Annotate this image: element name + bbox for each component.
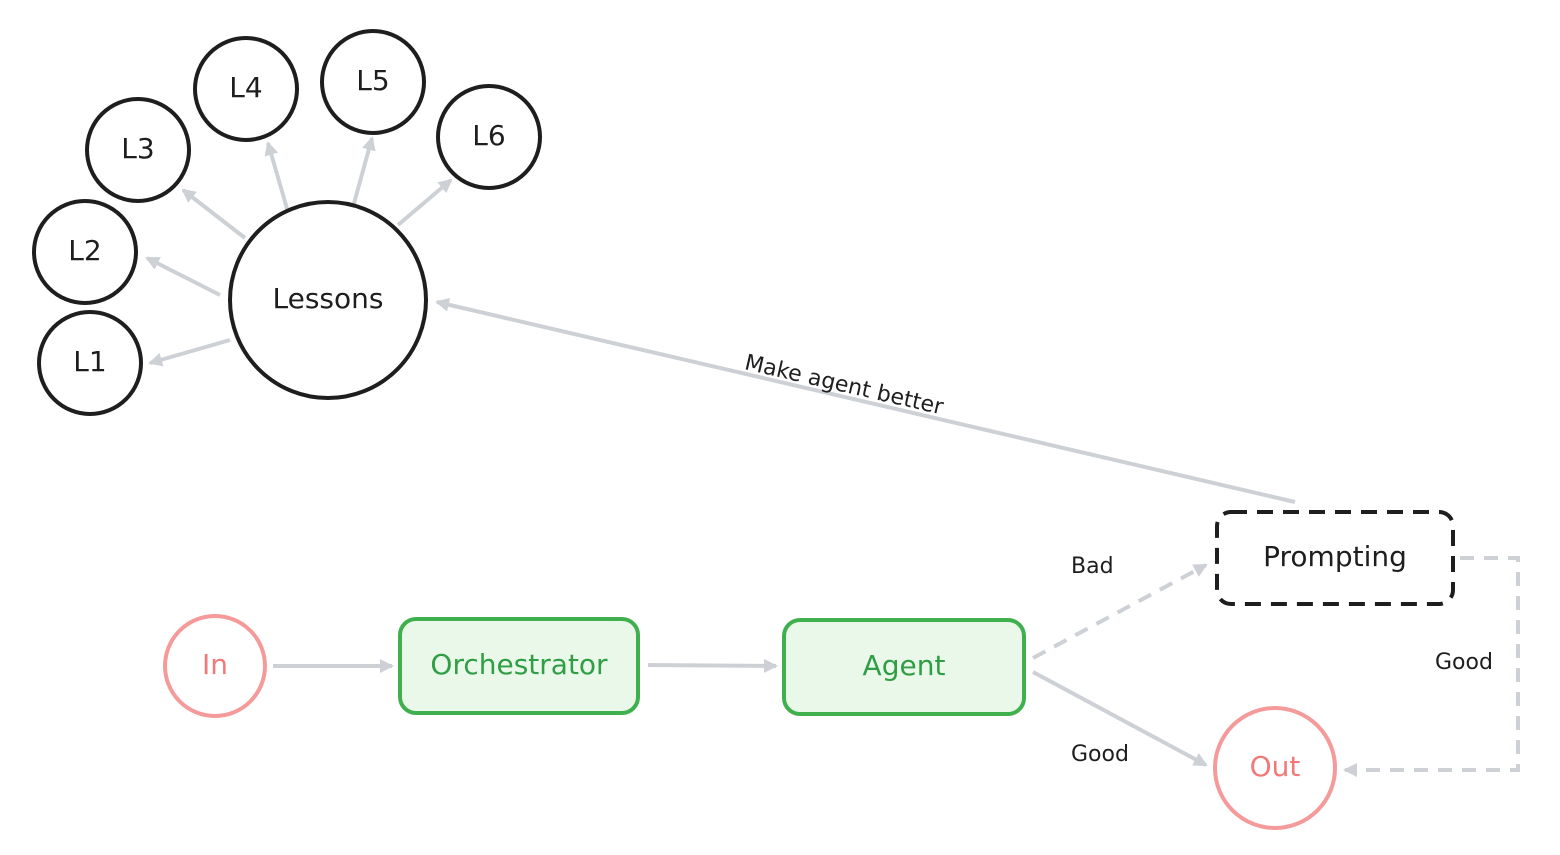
good-prompting-out-label: Good <box>1435 650 1493 675</box>
l4-node <box>193 36 299 142</box>
l1-label: L1 <box>73 345 106 378</box>
l5-label: L5 <box>356 64 389 97</box>
prompting-node <box>1215 510 1455 606</box>
prompting-label: Prompting <box>1263 540 1407 573</box>
edge-orchestrator-to-agent <box>647 658 778 673</box>
edge-lessons-to-l3 <box>181 188 247 240</box>
orchestrator-node <box>398 617 640 715</box>
edge-lessons-to-l2 <box>145 256 221 297</box>
l4-label: L4 <box>229 71 262 104</box>
bad-label: Bad <box>1071 554 1114 579</box>
l6-node <box>436 84 542 190</box>
edge-lessons-to-l6 <box>396 178 453 227</box>
l2-label: L2 <box>68 234 101 267</box>
in-node <box>163 614 267 718</box>
agent-label: Agent <box>863 649 946 682</box>
l3-label: L3 <box>121 132 154 165</box>
lessons-label: Lessons <box>273 282 384 315</box>
out-label: Out <box>1250 750 1301 783</box>
agent-node <box>782 618 1026 716</box>
orchestrator-label: Orchestrator <box>430 648 608 681</box>
edge-prompting-to-out <box>1343 556 1520 777</box>
l3-node <box>85 97 191 203</box>
edge-agent-to-prompting <box>1032 563 1208 660</box>
l5-node <box>320 29 426 135</box>
good-agent-out-label: Good <box>1071 742 1129 767</box>
lessons-node <box>228 200 428 400</box>
l6-label: L6 <box>472 119 505 152</box>
out-node <box>1213 706 1337 830</box>
make-agent-better-label: Make agent better <box>742 350 946 420</box>
edge-lessons-to-l5 <box>351 136 376 208</box>
edge-agent-to-out <box>1032 670 1208 767</box>
edge-lessons-to-l1 <box>148 338 231 367</box>
in-label: In <box>202 648 228 681</box>
edge-prompting-to-lessons <box>435 297 1296 504</box>
l1-node <box>37 310 143 416</box>
l2-node <box>32 199 138 305</box>
edge-lessons-to-l4 <box>264 141 290 213</box>
